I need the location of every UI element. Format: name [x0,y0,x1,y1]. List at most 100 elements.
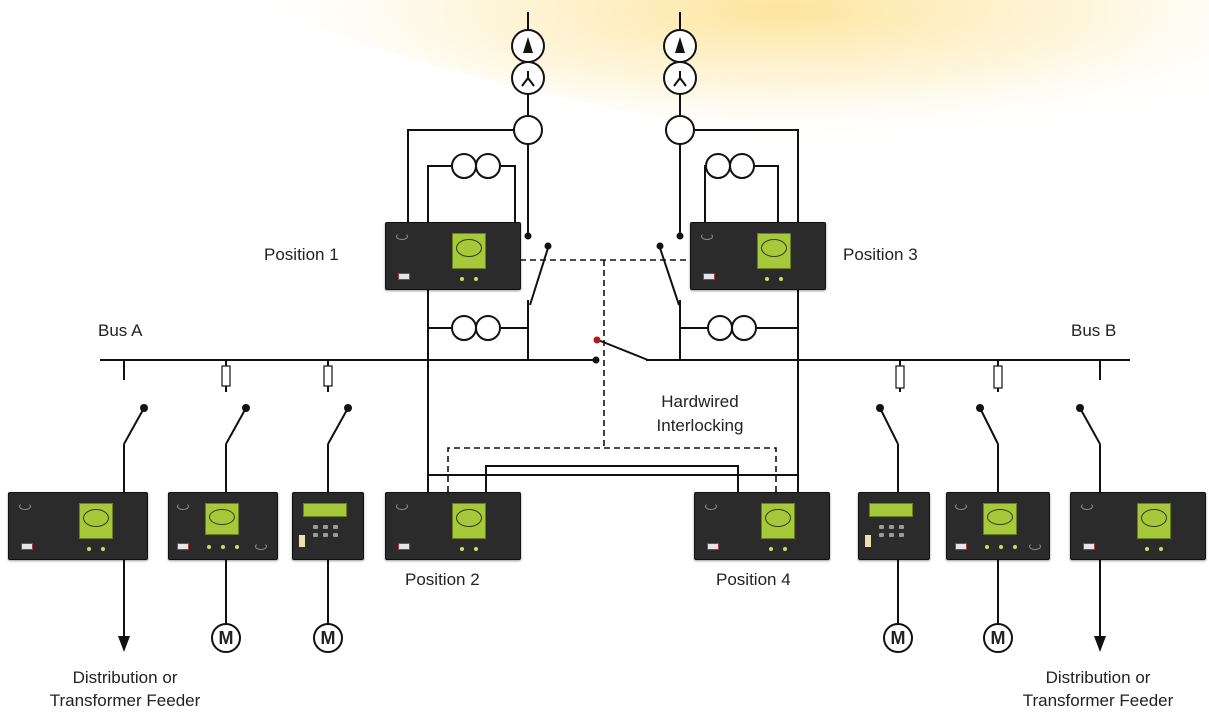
status-leds [1145,547,1163,551]
motor-4-icon [983,623,1013,653]
ct-pair-4b-icon [731,315,757,341]
relay-display [79,503,113,539]
feeder-switch-4-dot [876,404,884,412]
label-tag-icon [955,543,967,550]
status-leds [460,547,478,551]
feeder-left-label: Distribution or Transformer Feeder [20,668,230,711]
display-ring-icon [987,509,1013,525]
label-tag-icon [21,543,33,550]
ct-pair-2b-icon [475,315,501,341]
keypad [879,525,905,537]
display-ring-icon [456,509,482,527]
position-1-label: Position 1 [264,245,339,264]
ct-incoming-1-icon [513,115,543,145]
relay-display [757,233,791,269]
label-tag-icon [1083,543,1095,550]
motor-3-icon [883,623,913,653]
motor-1-icon [211,623,241,653]
display-ring-icon [456,239,482,257]
logo-icon [1029,543,1041,550]
label-tag-icon [398,273,410,280]
status-leds [765,277,783,281]
position-3-label: Position 3 [843,245,918,264]
feeder-switch-5-dot [976,404,984,412]
relay-display [761,503,795,539]
feeder-right-label: Distribution or Transformer Feeder [993,668,1203,711]
relay-position-2 [385,492,521,560]
hardwired-line-2: Interlocking [656,416,744,435]
delta-symbol-2-icon [675,37,685,53]
feeder-switch-2-dot [242,404,250,412]
logo-icon [705,503,717,510]
motor-3-label: M [890,628,906,648]
ct-incoming-2-icon [665,115,695,145]
relay-position-1 [385,222,521,290]
relay-display [452,503,486,539]
label-tag-icon [865,535,871,547]
ct-pair-3b-icon [729,153,755,179]
delta-symbol-1-icon [523,37,533,53]
label-tag-icon [299,535,305,547]
feeder-right-arrow-icon [1094,636,1106,652]
interlock-lower [447,447,777,492]
breaker-3-contact [676,232,684,240]
relay-display [983,503,1017,535]
motor-2-icon [313,623,343,653]
position-4-label: Position 4 [716,570,791,589]
fuse-4-icon [993,365,1003,389]
feeder-switch-1-dot [140,404,148,412]
tie-breaker-pivot [592,356,600,364]
relay-position-3 [690,222,826,290]
label-tag-icon [703,273,715,280]
relay-display [452,233,486,269]
breaker-3-blade [659,247,680,306]
ct-pair-2a-icon [451,315,477,341]
status-leds [769,547,787,551]
wye-symbol-1-icon [521,71,535,87]
hardwired-interlocking-label: Hardwired Interlocking [640,392,760,436]
fuse-1-icon [221,365,231,387]
ct-pair-4a-icon [707,315,733,341]
relay-feeder-left [8,492,148,560]
relay-display [303,503,347,517]
feeder-left-line-1: Distribution or [72,668,178,687]
hardwired-line-1: Hardwired [661,392,739,411]
breaker-1-blade [529,247,549,306]
feeder-left-line-2: Transformer Feeder [49,691,201,710]
background-glow [260,0,1209,225]
status-leds [207,545,239,549]
relay-motor-1 [168,492,278,560]
relay-display [869,503,913,517]
feeder-switch-6-dot [1076,404,1084,412]
ct-pair-3a-icon [705,153,731,179]
relay-display [205,503,239,535]
motor-1-label: M [218,628,234,648]
feeder-switch-3-dot [344,404,352,412]
motor-2-label: M [320,628,336,648]
label-tag-icon [177,543,189,550]
relay-display [1137,503,1171,539]
keypad [313,525,339,537]
relay-position-4 [694,492,830,560]
breaker-1-pivot [544,242,552,250]
wye-symbol-2-icon [673,71,687,87]
ct-pair-1a-icon [451,153,477,179]
label-tag-icon [707,543,719,550]
feeder-right-line-1: Distribution or [1045,668,1151,687]
breaker-3-pivot [656,242,664,250]
display-ring-icon [209,509,235,525]
fuse-2-icon [323,365,333,387]
logo-icon [19,503,31,510]
display-ring-icon [83,509,109,527]
status-leds [87,547,105,551]
logo-icon [955,503,967,510]
relay-motor-2 [292,492,364,560]
logo-icon [177,503,189,510]
tie-breaker-blade [597,339,649,361]
bus-a-label: Bus A [98,321,143,340]
relay-motor-4 [946,492,1050,560]
status-leds [460,277,478,281]
logo-icon [396,503,408,510]
tie-breaker-contact [593,336,601,344]
